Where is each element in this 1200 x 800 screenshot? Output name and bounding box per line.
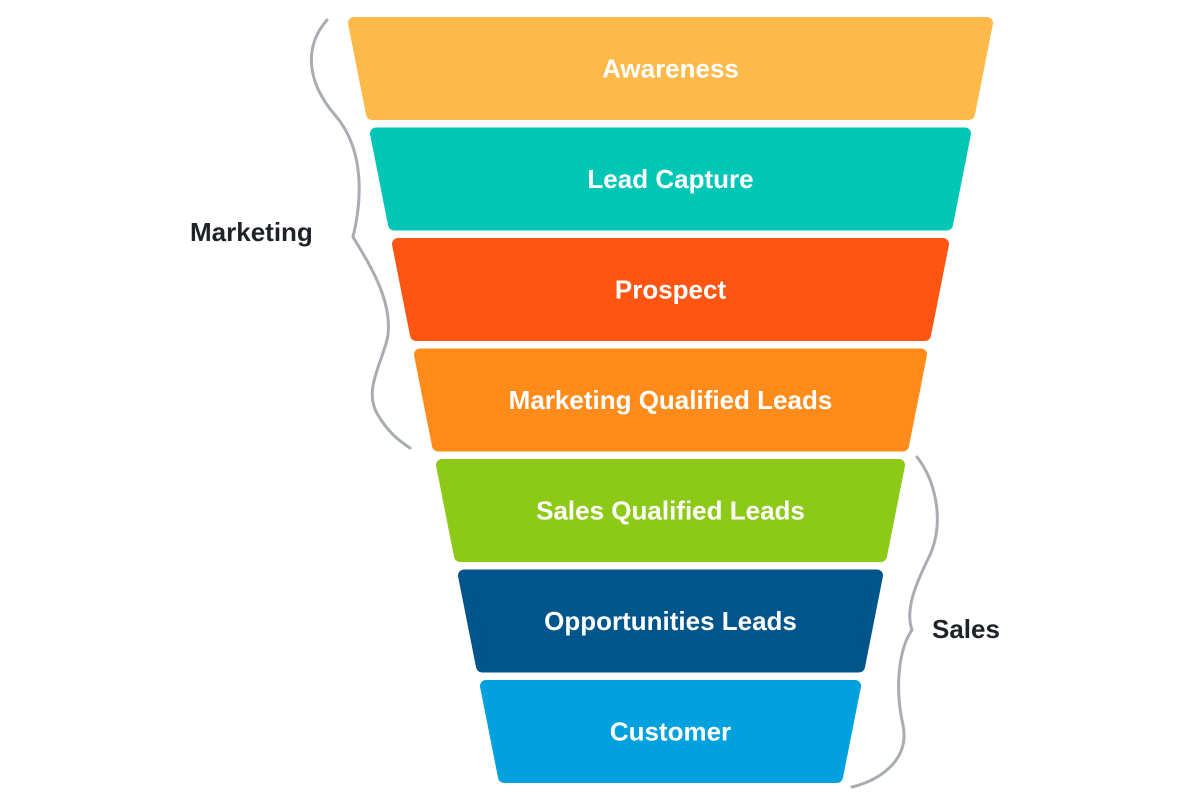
funnel-stage-shape <box>436 459 905 562</box>
funnel-stage-shape <box>348 17 993 120</box>
marketing-label: Marketing <box>190 217 313 247</box>
funnel-stage-shape <box>480 680 861 783</box>
funnel-stage-label: Prospect <box>615 274 727 304</box>
funnel-stage: Lead Capture <box>370 127 971 231</box>
funnel-stage-label: Customer <box>610 716 731 746</box>
funnel-stage-label: Opportunities Leads <box>544 606 797 636</box>
funnel-stage-shape <box>370 127 971 231</box>
funnel-stage-label: Awareness <box>602 53 739 83</box>
funnel-stage: Customer <box>480 680 861 783</box>
sales-brace <box>850 455 939 789</box>
marketing-brace <box>309 18 412 450</box>
funnel-stage-shape <box>414 348 927 452</box>
funnel-stage-label: Marketing Qualified Leads <box>509 385 833 415</box>
funnel-stage-label: Lead Capture <box>587 164 753 194</box>
funnel-stage: Awareness <box>348 17 993 120</box>
funnel-stage-label: Sales Qualified Leads <box>536 495 805 525</box>
funnel-stage: Prospect <box>392 238 949 341</box>
funnel-stage: Marketing Qualified Leads <box>414 348 927 452</box>
funnel-stage-shape <box>458 569 883 673</box>
funnel-stage-shape <box>392 238 949 341</box>
funnel-stage: Opportunities Leads <box>458 569 883 673</box>
sales-label: Sales <box>932 614 1000 644</box>
funnel-stage: Sales Qualified Leads <box>436 459 905 562</box>
